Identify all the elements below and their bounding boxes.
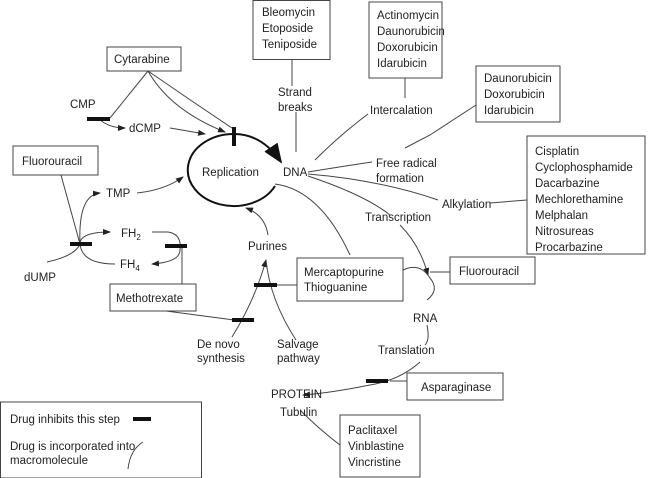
label-rna: RNA [413,313,438,325]
box-strand-breakers: Bleomycin Etoposide Teniposide [252,0,331,60]
drug-teniposide: Teniposide [262,39,317,51]
label-formation: formation [376,173,424,185]
legend: Drug inhibits this step Drug is incorpor… [0,401,202,478]
drug-vinblastine: Vinblastine [348,441,404,453]
inhibit-bar-cmp [87,117,110,121]
label-de-novo: De novo [197,339,240,351]
drug-idarubicin: Idarubicin [377,58,427,70]
label-fh4: FH4 [120,259,140,273]
drug-etoposide: Etoposide [262,23,313,35]
inhibit-bar-dump [70,242,92,246]
label-purines: Purines [248,241,287,253]
inhibit-bar-replication [232,127,236,146]
drug-mercaptopurine: Mercaptopurine [304,267,384,279]
inhibit-bar-translation [366,379,388,383]
label-strand: Strand [278,87,312,99]
legend-incorporated-label: Drug is incorporated into [10,441,135,453]
drug-cisplatin: Cisplatin [535,146,579,158]
drug-fluorouracil: Fluorouracil [22,156,82,168]
label-translation: Translation [378,345,434,357]
box-cytarabine: Cytarabine [106,46,182,72]
drug-thioguanine: Thioguanine [304,282,367,294]
drug-cyclophosphamide: Cyclophosphamide [535,162,633,174]
drug-mechlorethamine: Mechlorethamine [535,194,623,206]
label-salvage: Salvage [277,339,319,351]
legend-inhibit-bar-icon [133,417,151,421]
connectors [46,60,528,446]
label-synthesis: synthesis [197,353,245,365]
label-tmp: TMP [106,188,131,200]
label-dna: DNA [283,167,308,179]
box-fluorouracil-left: Fluorouracil [12,145,99,176]
label-fh2: FH2 [121,228,141,242]
label-dcmp: dCMP [129,123,161,135]
label-tubulin: Tubulin [280,407,317,419]
drug-idarubicin: Idarubicin [484,105,534,117]
drug-methotrexate: Methotrexate [116,293,183,305]
box-asparaginase: Asparaginase [406,372,504,401]
drug-doxorubicin: Doxorubicin [377,42,438,54]
label-intercalation: Intercalation [370,105,433,117]
drug-melphalan: Melphalan [535,210,588,222]
box-purine-analogs: Mercaptopurine Thioguanine [296,257,404,302]
legend-incorporated-label-2: macromolecule [10,455,88,467]
drug-actinomycin: Actinomycin [377,10,439,22]
drug-dacarbazine: Dacarbazine [535,178,600,190]
inhibit-bar-purines [254,283,277,287]
label-breaks: breaks [278,102,313,114]
drug-fluorouracil: Fluorouracil [459,266,519,278]
box-fluorouracil-right: Fluorouracil [449,256,536,285]
drug-vincristine: Vincristine [348,457,401,469]
label-free-radical: Free radical [376,158,437,170]
label-dump: dUMP [24,272,56,284]
box-microtubule: Paclitaxel Vinblastine Vincristine [339,414,421,478]
legend-incorporated-curve-icon [127,441,144,470]
drug-doxorubicin: Doxorubicin [484,89,545,101]
drug-daunorubicin: Daunorubicin [377,26,445,38]
box-free-radical: Daunorubicin Doxorubicin Idarubicin [475,65,561,123]
box-alkylators: Cisplatin Cyclophosphamide Dacarbazine M… [526,135,646,255]
label-transcription: Transcription [365,212,431,224]
inhibition-bars [70,117,388,383]
drug-paclitaxel: Paclitaxel [348,425,397,437]
box-methotrexate: Methotrexate [109,283,197,312]
inhibit-bar-fh2 [165,244,187,248]
box-intercalators: Actinomycin Daunorubicin Doxorubicin Ida… [368,1,445,79]
label-pathway: pathway [277,353,320,365]
label-replication: Replication [202,167,259,179]
inhibit-bar-de-novo [232,318,254,322]
labels: Strand breaks Intercalation Free radical… [24,87,491,419]
drug-cytarabine: Cytarabine [114,54,170,66]
drug-asparaginase: Asparaginase [421,382,491,394]
label-cmp: CMP [70,99,96,111]
drug-bleomycin: Bleomycin [262,7,315,19]
drug-nitrosureas: Nitrosureas [535,226,594,238]
label-protein: PROTEIN [271,389,322,401]
legend-inhibits-label: Drug inhibits this step [10,414,120,426]
drug-procarbazine: Procarbazine [535,242,603,254]
label-alkylation: Alkylation [442,199,491,211]
drug-daunorubicin: Daunorubicin [484,73,552,85]
